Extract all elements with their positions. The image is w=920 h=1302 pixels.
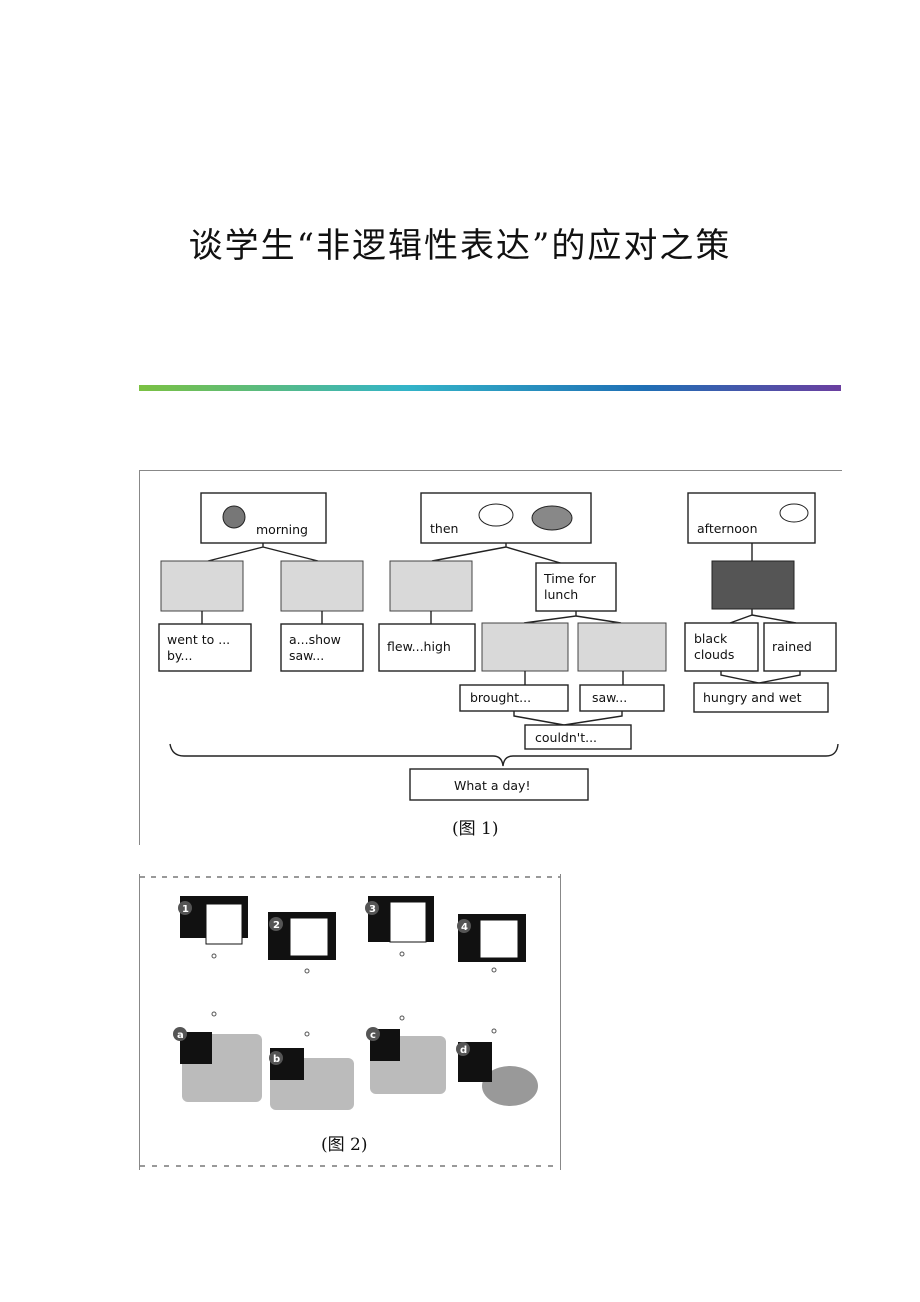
bikes-picture: [160, 560, 244, 612]
girl-icon: [205, 903, 243, 945]
rained-box: [763, 622, 837, 672]
food-picture: [481, 622, 569, 672]
morning-label: morning: [256, 522, 308, 537]
insects-picture: [577, 622, 667, 672]
boy-icon: [289, 917, 329, 957]
hungry-box: [693, 682, 829, 713]
summary-brace: [169, 743, 839, 767]
figure-1-diagram: morning then afternoon Time for lunch we…: [158, 492, 839, 839]
flew-box: [378, 623, 476, 672]
show-line2: saw...: [289, 648, 324, 663]
time-for-label: Time for: [543, 571, 597, 586]
smiling-boy-icon: [479, 919, 519, 959]
letter-a-badge: [173, 1027, 187, 1041]
went-to-line1: went to ...: [167, 632, 230, 647]
answer-dot-d: [491, 1028, 497, 1034]
weather-connectors: [720, 671, 801, 684]
food-plates-picture: [482, 1066, 538, 1106]
answer-dot-b: [304, 1031, 310, 1037]
sun-cloud-icon: [531, 505, 573, 531]
answer-dot-1: [211, 953, 217, 959]
brought-label: brought...: [470, 690, 531, 705]
answer-dot-a: [211, 1011, 217, 1017]
couldnt-label: couldn't...: [535, 730, 597, 745]
number-1-badge: [178, 901, 192, 915]
figure-2-diagram: 1 2 3 4 a b c: [140, 876, 560, 1167]
rain-connector: [729, 609, 797, 624]
lunch-label: lunch: [544, 587, 578, 602]
page-title: 谈学生“非逻辑性表达”的应对之策: [188, 226, 732, 266]
then-label: then: [430, 521, 458, 536]
answer-dot-c: [399, 1015, 405, 1021]
figure-2-caption: (图 2): [321, 1135, 367, 1155]
couldnt-connector: [513, 711, 623, 726]
morning-box: [200, 492, 327, 544]
black-clouds-box: [684, 622, 759, 672]
letter-c-badge: [366, 1027, 380, 1041]
black-clouds-line2: clouds: [694, 647, 734, 662]
glasses-girl-icon: [389, 901, 427, 943]
item-d-letter: d: [460, 1045, 467, 1056]
figure-1-mind-map: morning then afternoon Time for lunch we…: [139, 470, 842, 845]
rain-cloud-icon: [779, 503, 809, 523]
number-4-badge: [457, 919, 471, 933]
figure-1-caption: (图 1): [452, 819, 498, 839]
answer-dot-2: [304, 968, 310, 974]
couldnt-box: [524, 724, 632, 750]
item-c-letter: c: [370, 1030, 376, 1041]
what-a-day-label: What a day!: [454, 778, 530, 793]
flew-label: flew...high: [387, 639, 451, 654]
person-2-number: 2: [273, 920, 280, 931]
what-a-day-box: [409, 768, 589, 801]
letter-d-badge: [456, 1042, 470, 1056]
sun-icon: [222, 505, 246, 529]
morning-connector: [207, 543, 319, 562]
cloud-icon: [478, 503, 514, 527]
food-connectors: [524, 671, 624, 685]
item-b-letter: b: [273, 1054, 280, 1065]
birds-picture: [280, 560, 364, 612]
answer-dot-4: [491, 967, 497, 973]
picture-connectors: [201, 611, 432, 624]
show-line1: a...show: [289, 632, 341, 647]
rain-picture: [711, 560, 795, 610]
kites-picture: [389, 560, 473, 612]
person-3-number: 3: [369, 904, 376, 915]
lunch-connector: [523, 611, 622, 624]
hungry-label: hungry and wet: [703, 690, 802, 705]
gradient-divider: [139, 385, 841, 391]
figure-2-matching: 1 2 3 4 a b c: [139, 874, 561, 1170]
person-1-number: 1: [182, 904, 189, 915]
show-box: [280, 623, 364, 672]
saw-label: saw...: [592, 690, 627, 705]
number-3-badge: [365, 901, 379, 915]
rained-label: rained: [772, 639, 812, 654]
went-to-box: [158, 623, 252, 672]
went-to-line2: by...: [167, 648, 192, 663]
person-4-number: 4: [461, 922, 468, 933]
letter-b-badge: [269, 1051, 283, 1065]
item-a-letter: a: [177, 1030, 184, 1041]
black-clouds-line1: black: [694, 631, 728, 646]
afternoon-label: afternoon: [697, 521, 758, 536]
brought-box: [459, 684, 569, 712]
answer-dot-3: [399, 951, 405, 957]
number-2-badge: [269, 917, 283, 931]
